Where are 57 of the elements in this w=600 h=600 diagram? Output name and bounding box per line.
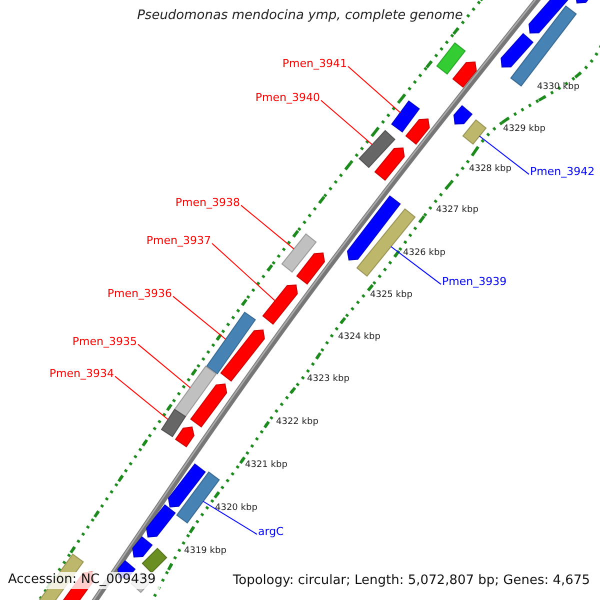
leader-line (320, 100, 373, 146)
gene-bar (281, 233, 317, 273)
genome-stats: Topology: circular; Length: 5,072,807 bp; Genes: 4,675 (230, 573, 592, 590)
leader-line (172, 296, 226, 340)
scale-label: 4329 kbp (503, 124, 546, 134)
scale-label: 4326 kbp (403, 248, 446, 258)
gene-feature (374, 147, 405, 181)
gene-bar (358, 130, 396, 168)
gene-bar (206, 312, 256, 374)
scale-label: 4319 kbp (184, 546, 226, 556)
gene-label: Pmen_3940 (255, 92, 320, 105)
gene-feature (132, 536, 153, 558)
gene-bar (391, 100, 420, 133)
gene-feature (174, 426, 194, 448)
gene-label: Pmen_3941 (282, 58, 347, 71)
scale-label: 4327 kbp (436, 205, 478, 216)
scale-label: 4320 kbp (215, 503, 258, 514)
leader-line (240, 204, 294, 250)
scale-label: 4330 kbp (537, 82, 580, 92)
gene-label: argC (258, 526, 284, 539)
gene-label: Pmen_3939 (442, 276, 507, 289)
scale-label: 4325 kbp (370, 290, 412, 300)
gene-feature (346, 195, 401, 261)
gene-feature (452, 61, 477, 88)
gene-feature (500, 32, 534, 68)
title: Pseudomonas mendocina ymp, complete genome (136, 9, 464, 24)
gene-bar (174, 366, 217, 418)
gene-label: Pmen_3934 (49, 368, 114, 381)
gene-bar (160, 408, 186, 438)
scale-label: 4322 kbp (276, 417, 318, 428)
gene-label: Pmen_3938 (175, 197, 240, 210)
gene-feature (146, 504, 176, 538)
leader-line (202, 500, 258, 535)
gene-feature (168, 463, 206, 508)
gene-bar (436, 42, 466, 75)
gene-feature (405, 118, 430, 145)
gene-feature (453, 105, 473, 125)
gene-label: Pmen_3935 (72, 336, 137, 349)
gene-label: Pmen_3936 (107, 288, 172, 301)
gene-label: Pmen_3937 (146, 235, 211, 248)
scale-label: 4328 kbp (469, 164, 512, 174)
scale-label: 4324 kbp (338, 332, 380, 342)
leader-line (114, 376, 169, 420)
gene-bar (462, 119, 487, 145)
scale-label: 4323 kbp (307, 374, 350, 384)
gene-feature (220, 329, 265, 382)
gene-feature (296, 252, 325, 285)
leader-line (138, 344, 191, 388)
scale-label: 4321 kbp (245, 460, 288, 470)
leader-line (348, 66, 401, 114)
gene-feature (190, 383, 228, 428)
gene-feature (262, 284, 298, 325)
leader-line (390, 246, 442, 285)
leader-line (212, 242, 276, 302)
gene-label: Pmen_3942 (530, 166, 595, 179)
leader-line (479, 136, 530, 175)
gene-bar (142, 548, 168, 574)
